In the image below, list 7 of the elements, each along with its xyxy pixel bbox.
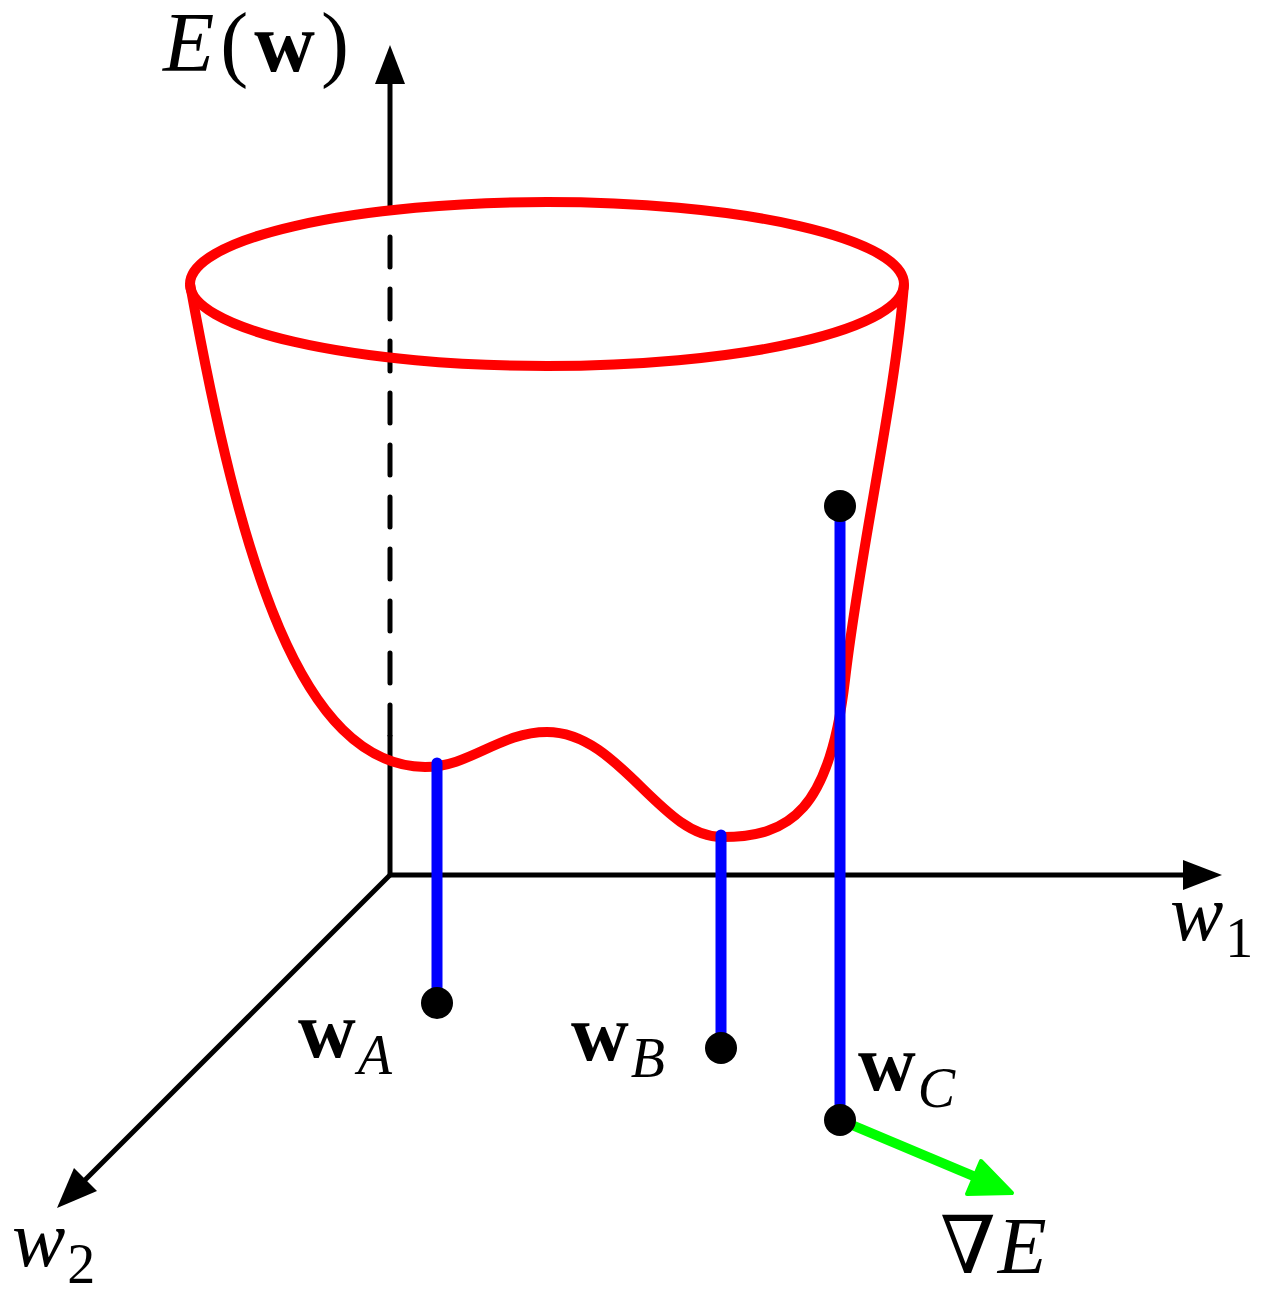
point-label: w$_{A}$ [298,990,394,1088]
axis-label: E(w) [163,1,355,91]
arrow-label: ∇E [940,1206,1049,1292]
point-label: w$_{C}$ [858,1023,958,1121]
axis-label: w$_{1}$ [1170,873,1256,971]
axis-label: w$_{2}$ [12,1199,98,1292]
point-label: w$_{B}$ [571,993,667,1091]
